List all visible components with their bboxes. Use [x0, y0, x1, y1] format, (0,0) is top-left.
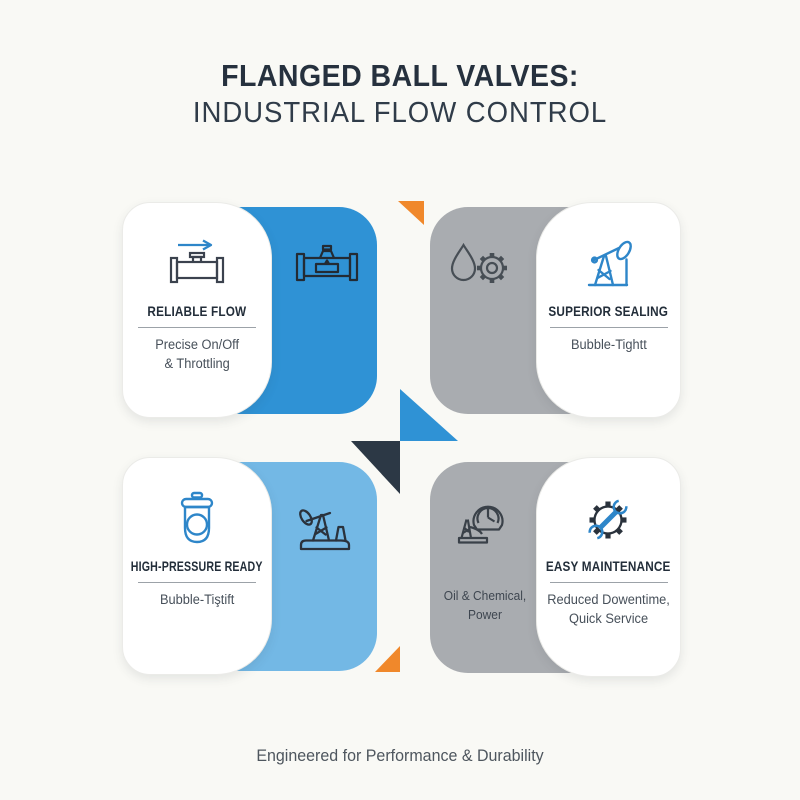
high-pressure-card: HIGH-PRESSURE READY Bubble-Tiştift	[122, 457, 272, 675]
easy-maintenance-panel-label: Oil & Chemical, Power	[443, 588, 527, 622]
pumpjack-icon	[299, 509, 351, 551]
droplet-gear-icon	[450, 242, 507, 283]
feature-group-easy-maintenance: Oil & Chemical, Power	[425, 457, 681, 677]
footer-tagline: Engineered for Performance & Durability	[256, 747, 544, 765]
high-pressure-subtext: Bubble-Tiştift	[159, 592, 235, 607]
reliable-flow-card: RELIABLE FLOW Precise On/Off & Throttlin…	[122, 202, 272, 418]
superior-sealing-heading: SUPERIOR SEALING	[548, 303, 669, 319]
gauge-rig-icon	[457, 505, 504, 544]
title-line-2: INDUSTRIAL FLOW CONTROL	[192, 97, 608, 129]
feature-group-superior-sealing: SUPERIOR SEALING Bubble-Tightt	[425, 202, 681, 418]
feature-group-reliable-flow: RELIABLE FLOW Precise On/Off & Throttlin…	[122, 202, 377, 418]
easy-maintenance-subtext: Reduced Dowentime, Quick Service	[547, 592, 670, 626]
reliable-flow-subtext: Precise On/Off & Throttling	[155, 337, 239, 371]
oil-derrick-icon	[587, 240, 632, 287]
feature-group-high-pressure: HIGH-PRESSURE READY Bubble-Tiştift	[122, 457, 377, 675]
divider	[138, 327, 256, 328]
superior-sealing-iconbox	[581, 235, 637, 293]
easy-maintenance-card: EASY MAINTENANCE Reduced Dowentime, Quic…	[536, 457, 681, 677]
superior-sealing-card: SUPERIOR SEALING Bubble-Tightt	[536, 202, 681, 418]
divider	[138, 582, 256, 583]
gear-wrench-icon	[587, 499, 628, 540]
flow-valve-icon	[169, 239, 225, 284]
easy-maintenance-iconbox	[580, 490, 638, 548]
divider	[549, 582, 668, 583]
orange-triangle-bottom-icon	[375, 646, 400, 672]
flanged-valve-icon	[295, 244, 359, 282]
divider	[549, 327, 668, 328]
orange-triangle-top-icon	[398, 201, 424, 225]
title-line-1: FLANGED BALL VALVES:	[221, 58, 579, 93]
superior-sealing-subtext: Bubble-Tightt	[570, 337, 647, 352]
reliable-flow-heading: RELIABLE FLOW	[147, 303, 247, 319]
high-pressure-heading: HIGH-PRESSURE READY	[131, 558, 263, 574]
easy-maintenance-heading: EASY MAINTENANCE	[546, 558, 671, 574]
page-title: FLANGED BALL VALVES: INDUSTRIAL FLOW CON…	[0, 58, 800, 130]
reliable-flow-iconbox	[166, 235, 228, 293]
high-pressure-iconbox	[172, 490, 222, 548]
pressure-valve-icon	[180, 491, 214, 544]
